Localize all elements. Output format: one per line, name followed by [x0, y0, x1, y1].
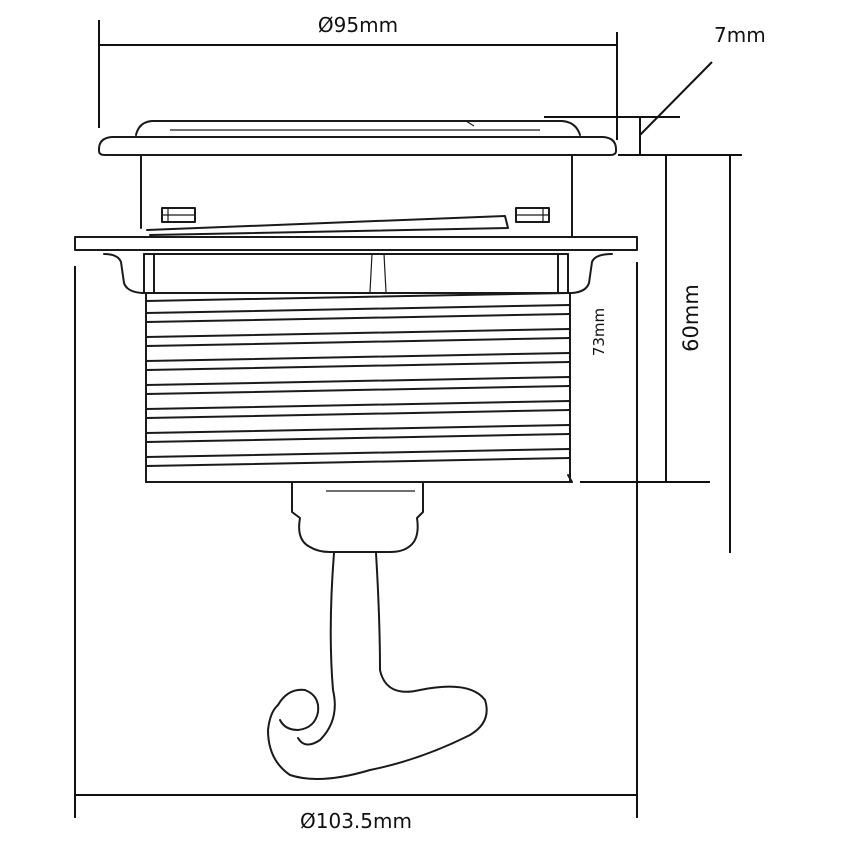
body-height-label: 60mm	[679, 284, 703, 352]
flange-thickness-dimension: 7mm	[544, 23, 766, 156]
thread-height-label: 73mm	[590, 308, 608, 356]
flange	[74, 236, 638, 294]
top-diameter-dimension: Ø95mm	[98, 13, 618, 140]
cable-hose	[267, 552, 488, 780]
body-height-dimension: 60mm	[580, 155, 710, 483]
flange-thickness-label: 7mm	[714, 23, 766, 47]
threaded-body	[145, 292, 573, 483]
flange-diameter-dimension: Ø103.5mm	[74, 262, 638, 833]
lid	[98, 120, 617, 156]
drain-outlet	[291, 482, 424, 553]
thread-height-dimension: 73mm	[590, 308, 608, 356]
flange-diameter-label: Ø103.5mm	[300, 809, 412, 833]
upper-body	[140, 155, 573, 238]
top-diameter-label: Ø95mm	[318, 13, 398, 37]
